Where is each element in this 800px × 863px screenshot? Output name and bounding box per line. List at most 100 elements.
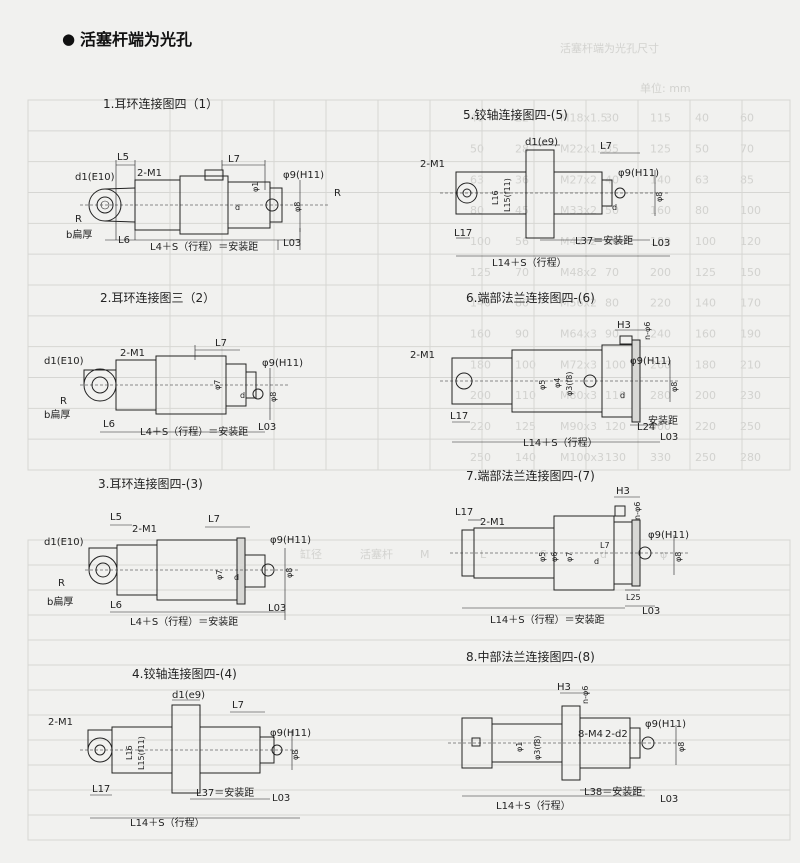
ghost-caption: 活塞杆端为光孔尺寸 — [560, 41, 659, 55]
ghost-cell: 30 — [605, 112, 619, 125]
d5-l37: L37＝安装距 — [575, 234, 633, 247]
d7-l17: L17 — [455, 507, 473, 518]
ghost-cell: 200 — [470, 389, 491, 402]
ghost-cell: 200 — [650, 266, 671, 279]
ghost-cell: 330 — [650, 451, 671, 464]
d7-l14s: L14＋S（行程）＝安装距 — [490, 613, 605, 626]
ghost-cell: 100 — [515, 358, 536, 371]
ghost-cell: 300 — [650, 420, 671, 433]
d3-l7: L7 — [208, 514, 220, 525]
d6-phi4: φ4 — [553, 378, 562, 388]
ghost-unit: 单位: mm — [640, 81, 691, 95]
diagram-7-title: 7.端部法兰连接图四-(7) — [466, 468, 595, 483]
d4-m1: 2-M1 — [48, 717, 73, 728]
d6-l17: L17 — [450, 411, 468, 422]
diagram-6-title: 6.端部法兰连接图四-(6) — [466, 290, 595, 305]
ghost-cell: 50 — [470, 142, 484, 155]
d8-l14s: L14＋S（行程） — [496, 799, 571, 812]
d7-phi8: φ8 — [674, 552, 683, 562]
d1-l03: L03 — [283, 238, 301, 249]
d3-d1: d1(E10) — [44, 537, 84, 548]
diagram-4-trunnion: 4.铰轴连接图四-(4) d1(e9) L7 2-M1 L16 L15(f11)… — [48, 666, 311, 829]
ghost-cell: 140 — [695, 297, 716, 310]
d1-phi9: φ9(H11) — [283, 170, 324, 181]
ghost-cell: 280 — [740, 451, 761, 464]
d4-l14s: L14＋S（行程） — [130, 816, 205, 829]
ghost-cell: M72x3 — [560, 358, 597, 371]
d8-h3: H3 — [557, 682, 571, 693]
ghost-cell: 85 — [740, 173, 754, 186]
diagram-1-title: 1.耳环连接图四（1） — [103, 96, 218, 111]
ghost-cell: 60 — [740, 112, 754, 125]
d2-phi8: φ8 — [269, 392, 278, 402]
ghost-header: φ — [660, 548, 667, 561]
d1-r: R — [75, 214, 82, 225]
ghost-cell: 120 — [740, 235, 761, 248]
d6-phi3: φ3(f8) — [565, 371, 574, 396]
d6-n6: n-φ6 — [643, 322, 652, 340]
d1-b: b扁厚 — [66, 228, 92, 241]
diagram-1-clevis: 1.耳环连接图四（1） L5 2-M1 L7 d1(E10) R b扁厚 L6 … — [66, 96, 341, 253]
diagram-8-mid-flange: 8.中部法兰连接图四-(8) H3 n-φ6 8-M4 2-d2 φ9(H11)… — [448, 649, 686, 812]
d3-phi7: φ7 — [215, 570, 224, 580]
ghost-header: S — [540, 548, 547, 561]
ghost-cell: 70 — [740, 142, 754, 155]
ghost-header: d — [600, 548, 607, 561]
d7-phi5: φ5 — [538, 552, 547, 562]
ghost-cell: M64x3 — [560, 327, 597, 340]
d2-m1: 2-M1 — [120, 348, 145, 359]
d4-phi9: φ9(H11) — [270, 728, 311, 739]
ghost-cell: 80 — [515, 297, 529, 310]
ghost-cell: 220 — [695, 420, 716, 433]
ghost-cell: 230 — [740, 389, 761, 402]
ghost-cell: 125 — [650, 142, 671, 155]
d4-d1: d1(e9) — [172, 690, 205, 701]
d8-n6: n-φ6 — [581, 686, 590, 704]
d2-l03: L03 — [258, 422, 276, 433]
ghost-cell: 63 — [470, 173, 484, 186]
d1-l4s: L4＋S（行程）＝安装距 — [150, 240, 258, 253]
ghost-cell: 70 — [515, 266, 529, 279]
d8-phi8: φ8 — [677, 742, 686, 752]
d6-phi9: φ9(H11) — [630, 356, 671, 367]
ghost-cell: 60 — [605, 235, 619, 248]
d2-l4s: L4＋S（行程）＝安装距 — [140, 425, 248, 438]
ghost-cell: M90x3 — [560, 420, 597, 433]
ghost-header: 缸径 — [300, 547, 322, 561]
ghost-cell: 180 — [695, 358, 716, 371]
ghost-cell: 220 — [650, 297, 671, 310]
ghost-cell: 50 — [695, 142, 709, 155]
d5-l7: L7 — [600, 141, 612, 152]
d8-d2: 2-d2 — [605, 729, 628, 740]
diagram-8-title: 8.中部法兰连接图四-(8) — [466, 649, 595, 664]
d5-l14s: L14＋S（行程） — [492, 256, 567, 269]
d2-l7: L7 — [215, 338, 227, 349]
d3-l5: L5 — [110, 512, 122, 523]
d5-l15: L15(f11) — [503, 178, 512, 212]
ghost-cell: M100x3 — [560, 451, 604, 464]
header-bullet: ● — [62, 30, 75, 48]
ghost-cell: 200 — [695, 389, 716, 402]
d6-d: d — [620, 391, 625, 400]
d1-d: d — [235, 203, 240, 212]
ghost-cell: 240 — [650, 327, 671, 340]
ghost-cell: 110 — [605, 389, 626, 402]
ghost-cell: 250 — [695, 451, 716, 464]
ghost-cell: 160 — [470, 327, 491, 340]
diagram-3-clevis: 3.耳环连接图四-(3) L5 2-M1 L7 d1(E10) R b扁厚 L6… — [44, 476, 311, 628]
ghost-cell: 130 — [605, 451, 626, 464]
ghost-cell: 110 — [515, 389, 536, 402]
ghost-header: 活塞杆 — [360, 547, 393, 561]
d3-r: R — [58, 578, 65, 589]
ghost-cell: 180 — [470, 358, 491, 371]
ghost-cell: 40 — [470, 112, 484, 125]
diagram-5-trunnion: 5.铰轴连接图四-(5) d1(e9) L7 2-M1 L16 L15(f11)… — [420, 107, 670, 269]
d6-l03: L03 — [660, 432, 678, 443]
ghost-cell: 140 — [470, 297, 491, 310]
ghost-cell: 210 — [740, 358, 761, 371]
ghost-cell: 125 — [695, 266, 716, 279]
d6-l24: L24 — [637, 422, 655, 433]
d3-l03: L03 — [268, 603, 286, 614]
